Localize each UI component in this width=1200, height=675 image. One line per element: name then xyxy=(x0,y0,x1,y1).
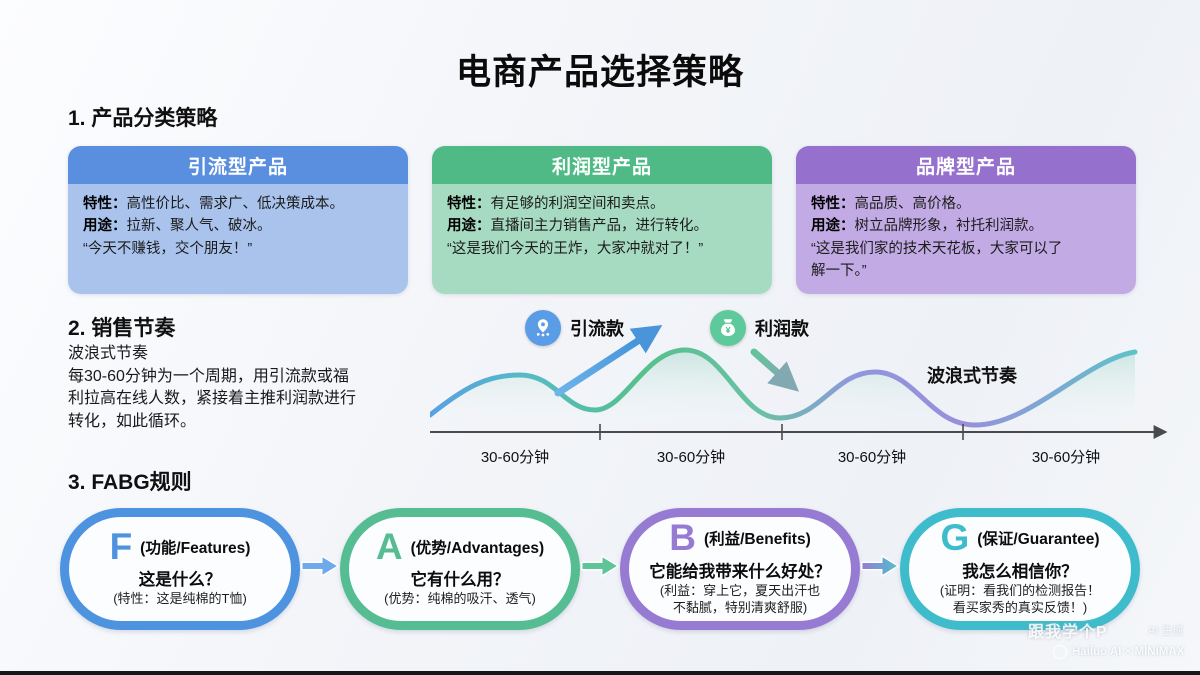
wave-pattern-label: 波浪式节奏 xyxy=(927,366,1017,386)
location-pin-icon xyxy=(525,310,561,346)
fabg-label: (功能/Features) xyxy=(140,539,251,557)
bottom-bar xyxy=(0,671,1200,675)
legend-traffic: 引流款 xyxy=(525,310,624,346)
card-title: 引流型产品 xyxy=(68,146,408,184)
rhythm-subtitle: 波浪式节奏 xyxy=(68,345,149,362)
axis-segment-label: 30-60分钟 xyxy=(480,449,550,466)
legend-profit: ¥ 利润款 xyxy=(710,310,809,346)
svg-text:¥: ¥ xyxy=(726,325,731,335)
fabg-letter: F xyxy=(109,525,133,567)
money-bag-icon: ¥ xyxy=(710,310,746,346)
fabg-pill-advantages: A (优势/Advantages) 它有什么用？ (优势：纯棉的吸汗、透气) xyxy=(340,508,580,630)
ai-generated-label: AI 生成 xyxy=(1148,625,1184,637)
rhythm-paragraph: 每30-60分钟为一个周期，用引流款或福 利拉高在线人数，紧接着主推利润款进行 … xyxy=(68,367,357,431)
legend-label: 引流款 xyxy=(570,319,624,339)
feature-label: 特性： xyxy=(447,196,491,212)
fabg-pill-guarantee: G (保证/Guarantee) 我怎么相信你？ (证明：看我们的检测报告！ 看买… xyxy=(900,508,1140,630)
arrow-right-icon xyxy=(580,551,620,581)
feature-label: 特性： xyxy=(83,196,127,212)
fabg-question: 我怎么相信你？ xyxy=(962,562,1078,581)
fabg-question: 它能给我带来什么好处？ xyxy=(649,562,831,581)
axis-segment-label: 30-60分钟 xyxy=(837,449,907,466)
fabg-detail: (优势：纯棉的吸汗、透气) xyxy=(384,591,536,607)
axis-segment-label: 30-60分钟 xyxy=(656,449,726,466)
legend-label: 利润款 xyxy=(755,319,809,339)
usage-text: 树立品牌形象，衬托利润款。 xyxy=(854,218,1044,235)
feature-text: 高品质、高价格。 xyxy=(854,196,971,212)
fabg-label: (利益/Benefits) xyxy=(703,531,811,549)
wave-fill xyxy=(430,350,1135,431)
brand-logo: Hailuo AI × MINIMAX xyxy=(1053,645,1184,659)
watermark-text: 跟我学个P xyxy=(1028,624,1108,641)
feature-text: 高性价比、需求广、低决策成本。 xyxy=(126,196,345,212)
fabg-label: (优势/Advantages) xyxy=(410,539,545,557)
wave-chart: 引流款 ¥ 利润款 xyxy=(430,300,1190,475)
fabg-pill-benefits: B (利益/Benefits) 它能给我带来什么好处？ (利益：穿上它，夏天出汗也… xyxy=(620,508,860,630)
fabg-detail: (利益：穿上它，夏天出汗也 不黏腻，特别清爽舒服) xyxy=(659,582,821,615)
rhythm-description: 波浪式节奏每30-60分钟为一个周期，用引流款或福 利拉高在线人数，紧接着主推利… xyxy=(68,343,428,434)
hailuo-logo-icon xyxy=(1053,645,1067,659)
arrow-right-icon xyxy=(860,551,900,581)
profit-down-arrow xyxy=(750,348,800,392)
card-quote: “这是我们家的技术天花板，大家可以了 解一下。” xyxy=(811,240,1063,280)
fabg-pill-features: F (功能/Features) 这是什么？ (特性：这是纯棉的T恤) xyxy=(60,508,300,630)
page-title: 电商产品选择策略 xyxy=(455,53,744,92)
card-quote: “这是我们今天的王炸，大家冲就对了！” xyxy=(447,240,704,257)
traffic-up-arrow xyxy=(554,324,663,397)
wave-line xyxy=(430,347,1138,428)
card-traffic-product: 引流型产品 特性：高性价比、需求广、低决策成本。用途：拉新、聚人气、破冰。 “今天… xyxy=(68,146,408,294)
usage-text: 直播间主力销售产品，进行转化。 xyxy=(490,218,709,235)
card-title: 品牌型产品 xyxy=(796,146,1136,184)
fabg-letter: A xyxy=(375,525,403,567)
card-quote: “今天不赚钱，交个朋友！” xyxy=(83,240,253,257)
card-profit-product: 利润型产品 特性：有足够的利润空间和卖点。用途：直播间主力销售产品，进行转化。 “… xyxy=(432,146,772,294)
feature-text: 有足够的利润空间和卖点。 xyxy=(490,196,665,212)
fabg-detail: (证明：看我们的检测报告！ 看买家秀的真实反馈！) xyxy=(939,582,1101,615)
card-body: 特性：有足够的利润空间和卖点。用途：直播间主力销售产品，进行转化。 “这是我们今天… xyxy=(432,184,772,294)
wave-chart-svg xyxy=(430,324,1168,440)
fabg-letter: B xyxy=(669,517,696,559)
card-title: 利润型产品 xyxy=(432,146,772,184)
axis-segment-label: 30-60分钟 xyxy=(1031,449,1101,466)
section-heading-rhythm: 2. 销售节奏 xyxy=(68,317,176,340)
fabg-question: 它有什么用？ xyxy=(410,571,510,590)
section-heading-fabg: 3. FABG规则 xyxy=(68,471,192,494)
usage-label: 用途： xyxy=(811,218,855,235)
fabg-question: 这是什么？ xyxy=(138,571,222,590)
brand-text: Hailuo AI × MINIMAX xyxy=(1072,646,1185,658)
usage-label: 用途： xyxy=(447,218,491,235)
product-cards-row: 引流型产品 特性：高性价比、需求广、低决策成本。用途：拉新、聚人气、破冰。“今天… xyxy=(68,146,1136,294)
section-heading-classification: 1. 产品分类策略 xyxy=(68,107,218,130)
fabg-detail: (特性：这是纯棉的T恤) xyxy=(113,591,247,607)
usage-label: 用途： xyxy=(83,218,127,235)
card-body: 特性：高品质、高价格。用途：树立品牌形象，衬托利润款。 “这是我们家的技术天花板，… xyxy=(796,184,1136,294)
fabg-row: F (功能/Features) 这是什么？ (特性：这是纯棉的T恤) A (优势/A… xyxy=(60,508,1140,630)
card-brand-product: 品牌型产品 特性：高品质、高价格。用途：树立品牌形象，衬托利润款。 “这是我们家的… xyxy=(796,146,1136,294)
usage-text: 拉新、聚人气、破冰。 xyxy=(126,218,272,235)
fabg-letter: G xyxy=(940,517,970,559)
fabg-label: (保证/Guarantee) xyxy=(977,531,1100,549)
feature-label: 特性： xyxy=(811,196,855,212)
card-body: 特性：高性价比、需求广、低决策成本。用途：拉新、聚人气、破冰。 “今天不赚钱，交个… xyxy=(68,184,408,294)
arrow-right-icon xyxy=(300,551,340,581)
